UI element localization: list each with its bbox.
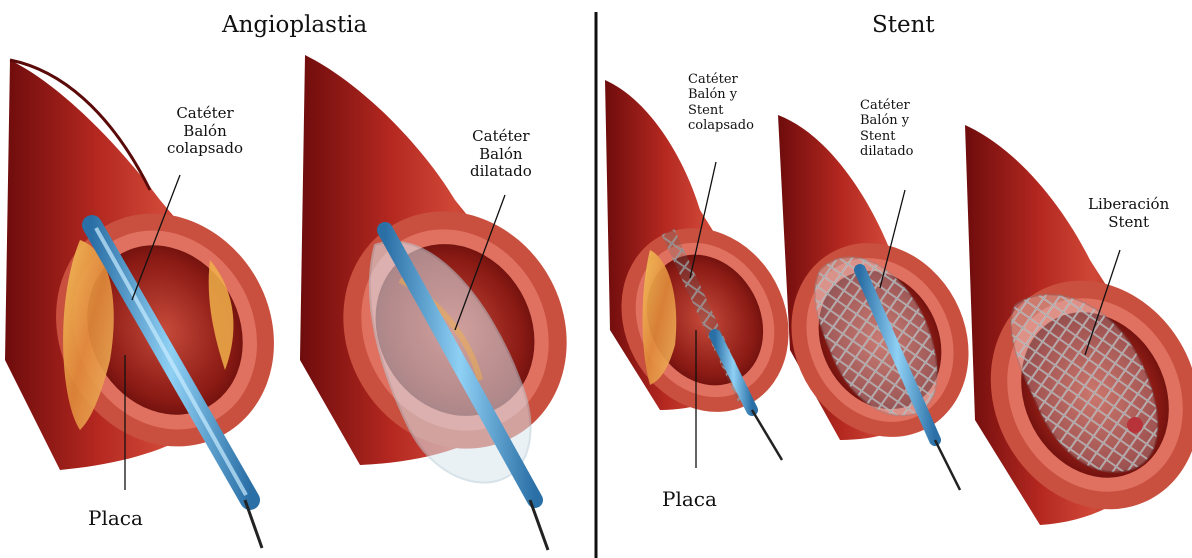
label-line: Balón y: [688, 87, 754, 102]
label-line: Catéter: [470, 128, 532, 146]
label-line: Stent: [860, 129, 914, 144]
label-line: Stent: [688, 103, 754, 118]
label-line: Balón: [470, 146, 532, 164]
vessel-stent-released: [951, 125, 1192, 546]
label-placa-stent: Placa: [662, 488, 717, 512]
vessel-collapsed-balloon: [5, 60, 316, 486]
label-cateter-balon-colapsado: Catéter Balón colapsado: [167, 105, 243, 158]
label-placa-angioplastia: Placa: [88, 507, 143, 531]
label-line: Balón: [167, 123, 243, 141]
label-line: dilatado: [860, 144, 914, 159]
panel-title-angioplastia: Angioplastia: [222, 12, 367, 39]
label-line: Liberación: [1088, 196, 1169, 214]
label-line: Catéter: [860, 98, 914, 113]
vessel-stent-dilated: [758, 115, 1002, 468]
label-line: Catéter: [167, 105, 243, 123]
label-line: dilatado: [470, 163, 532, 181]
panel-title-stent: Stent: [872, 12, 935, 39]
label-line: Stent: [1088, 214, 1169, 232]
label-cateter-balon-dilatado: Catéter Balón dilatado: [470, 128, 532, 181]
label-line: colapsado: [167, 140, 243, 158]
label-cateter-balon-stent-dilatado: Catéter Balón y Stent dilatado: [860, 98, 914, 159]
label-liberacion-stent: Liberación Stent: [1088, 196, 1169, 231]
label-line: colapsado: [688, 118, 754, 133]
label-line: Balón y: [860, 113, 914, 128]
label-line: Catéter: [688, 72, 754, 87]
label-cateter-balon-stent-colapsado: Catéter Balón y Stent colapsado: [688, 72, 754, 133]
vessel-dilated-balloon: [300, 55, 610, 490]
